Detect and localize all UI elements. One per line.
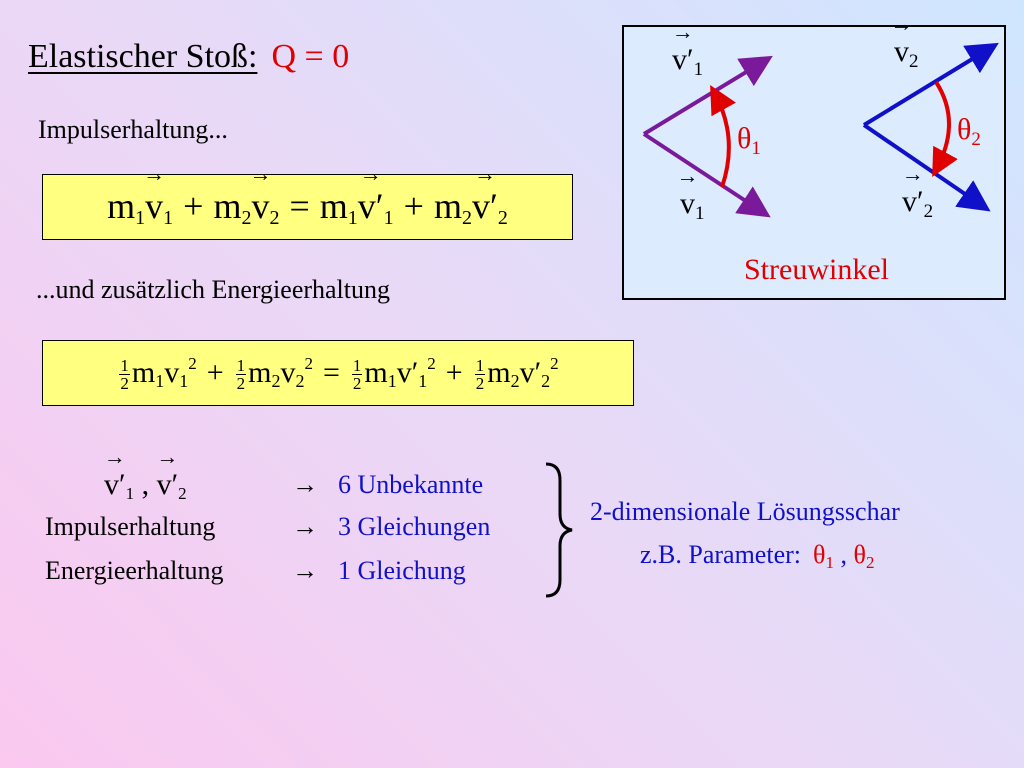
theta2-arc xyxy=(932,80,958,178)
title-condition: Q = 0 xyxy=(271,38,350,75)
momentum-equation: m1v1+m2v2=m1v′1+m2v′2 xyxy=(107,185,508,230)
v1-prime-arrow xyxy=(642,55,773,136)
label-theta1: θ1 xyxy=(737,122,761,159)
momentum-heading: Impulserhaltung... xyxy=(38,115,228,144)
conclusion-line2: z.B. Parameter:θ1 , θ2 xyxy=(640,540,875,572)
unknowns-count: 6 Unbekannte xyxy=(338,470,484,499)
label-v1-prime: v′1 xyxy=(672,43,703,81)
arrow-2: → xyxy=(292,512,318,541)
theta1-arc xyxy=(710,85,736,188)
scattering-diagram: v′1 v1 θ1 v2 v′2 θ2 Streuwinkel xyxy=(622,25,1006,300)
row-energieerhaltung-label: Energieerhaltung xyxy=(45,556,224,585)
label-v1: v1 xyxy=(680,187,705,225)
v1-arrow xyxy=(642,132,771,218)
row-impulserhaltung-label: Impulserhaltung xyxy=(45,512,216,541)
arrow-3: → xyxy=(292,556,318,585)
label-theta2: θ2 xyxy=(957,113,981,150)
conclusion-prefix: z.B. Parameter: xyxy=(640,540,801,569)
slide-title: Elastischer Stoß: Q = 0 xyxy=(28,38,349,76)
diagram-caption: Streuwinkel xyxy=(744,253,889,286)
energy-heading: ...und zusätzlich Energieerhaltung xyxy=(36,275,391,304)
title-text: Elastischer Stoß: xyxy=(28,38,258,75)
label-v2-prime: v′2 xyxy=(902,185,933,223)
unknowns-row-vectors: v′1 , v′2 xyxy=(104,468,187,504)
v2-arrow xyxy=(862,42,999,127)
arrow-1: → xyxy=(292,470,318,499)
scattering-vectors xyxy=(642,42,999,218)
label-v2: v2 xyxy=(894,35,919,73)
v2-prime-arrow xyxy=(862,123,991,212)
momentum-equation-box: m1v1+m2v2=m1v′1+m2v′2 xyxy=(42,174,573,240)
conclusion-line1: 2-dimensionale Lösungsschar xyxy=(590,497,900,526)
momentum-equations-count: 3 Gleichungen xyxy=(338,512,491,541)
energy-equations-count: 1 Gleichung xyxy=(338,556,466,585)
curly-brace xyxy=(545,462,573,598)
